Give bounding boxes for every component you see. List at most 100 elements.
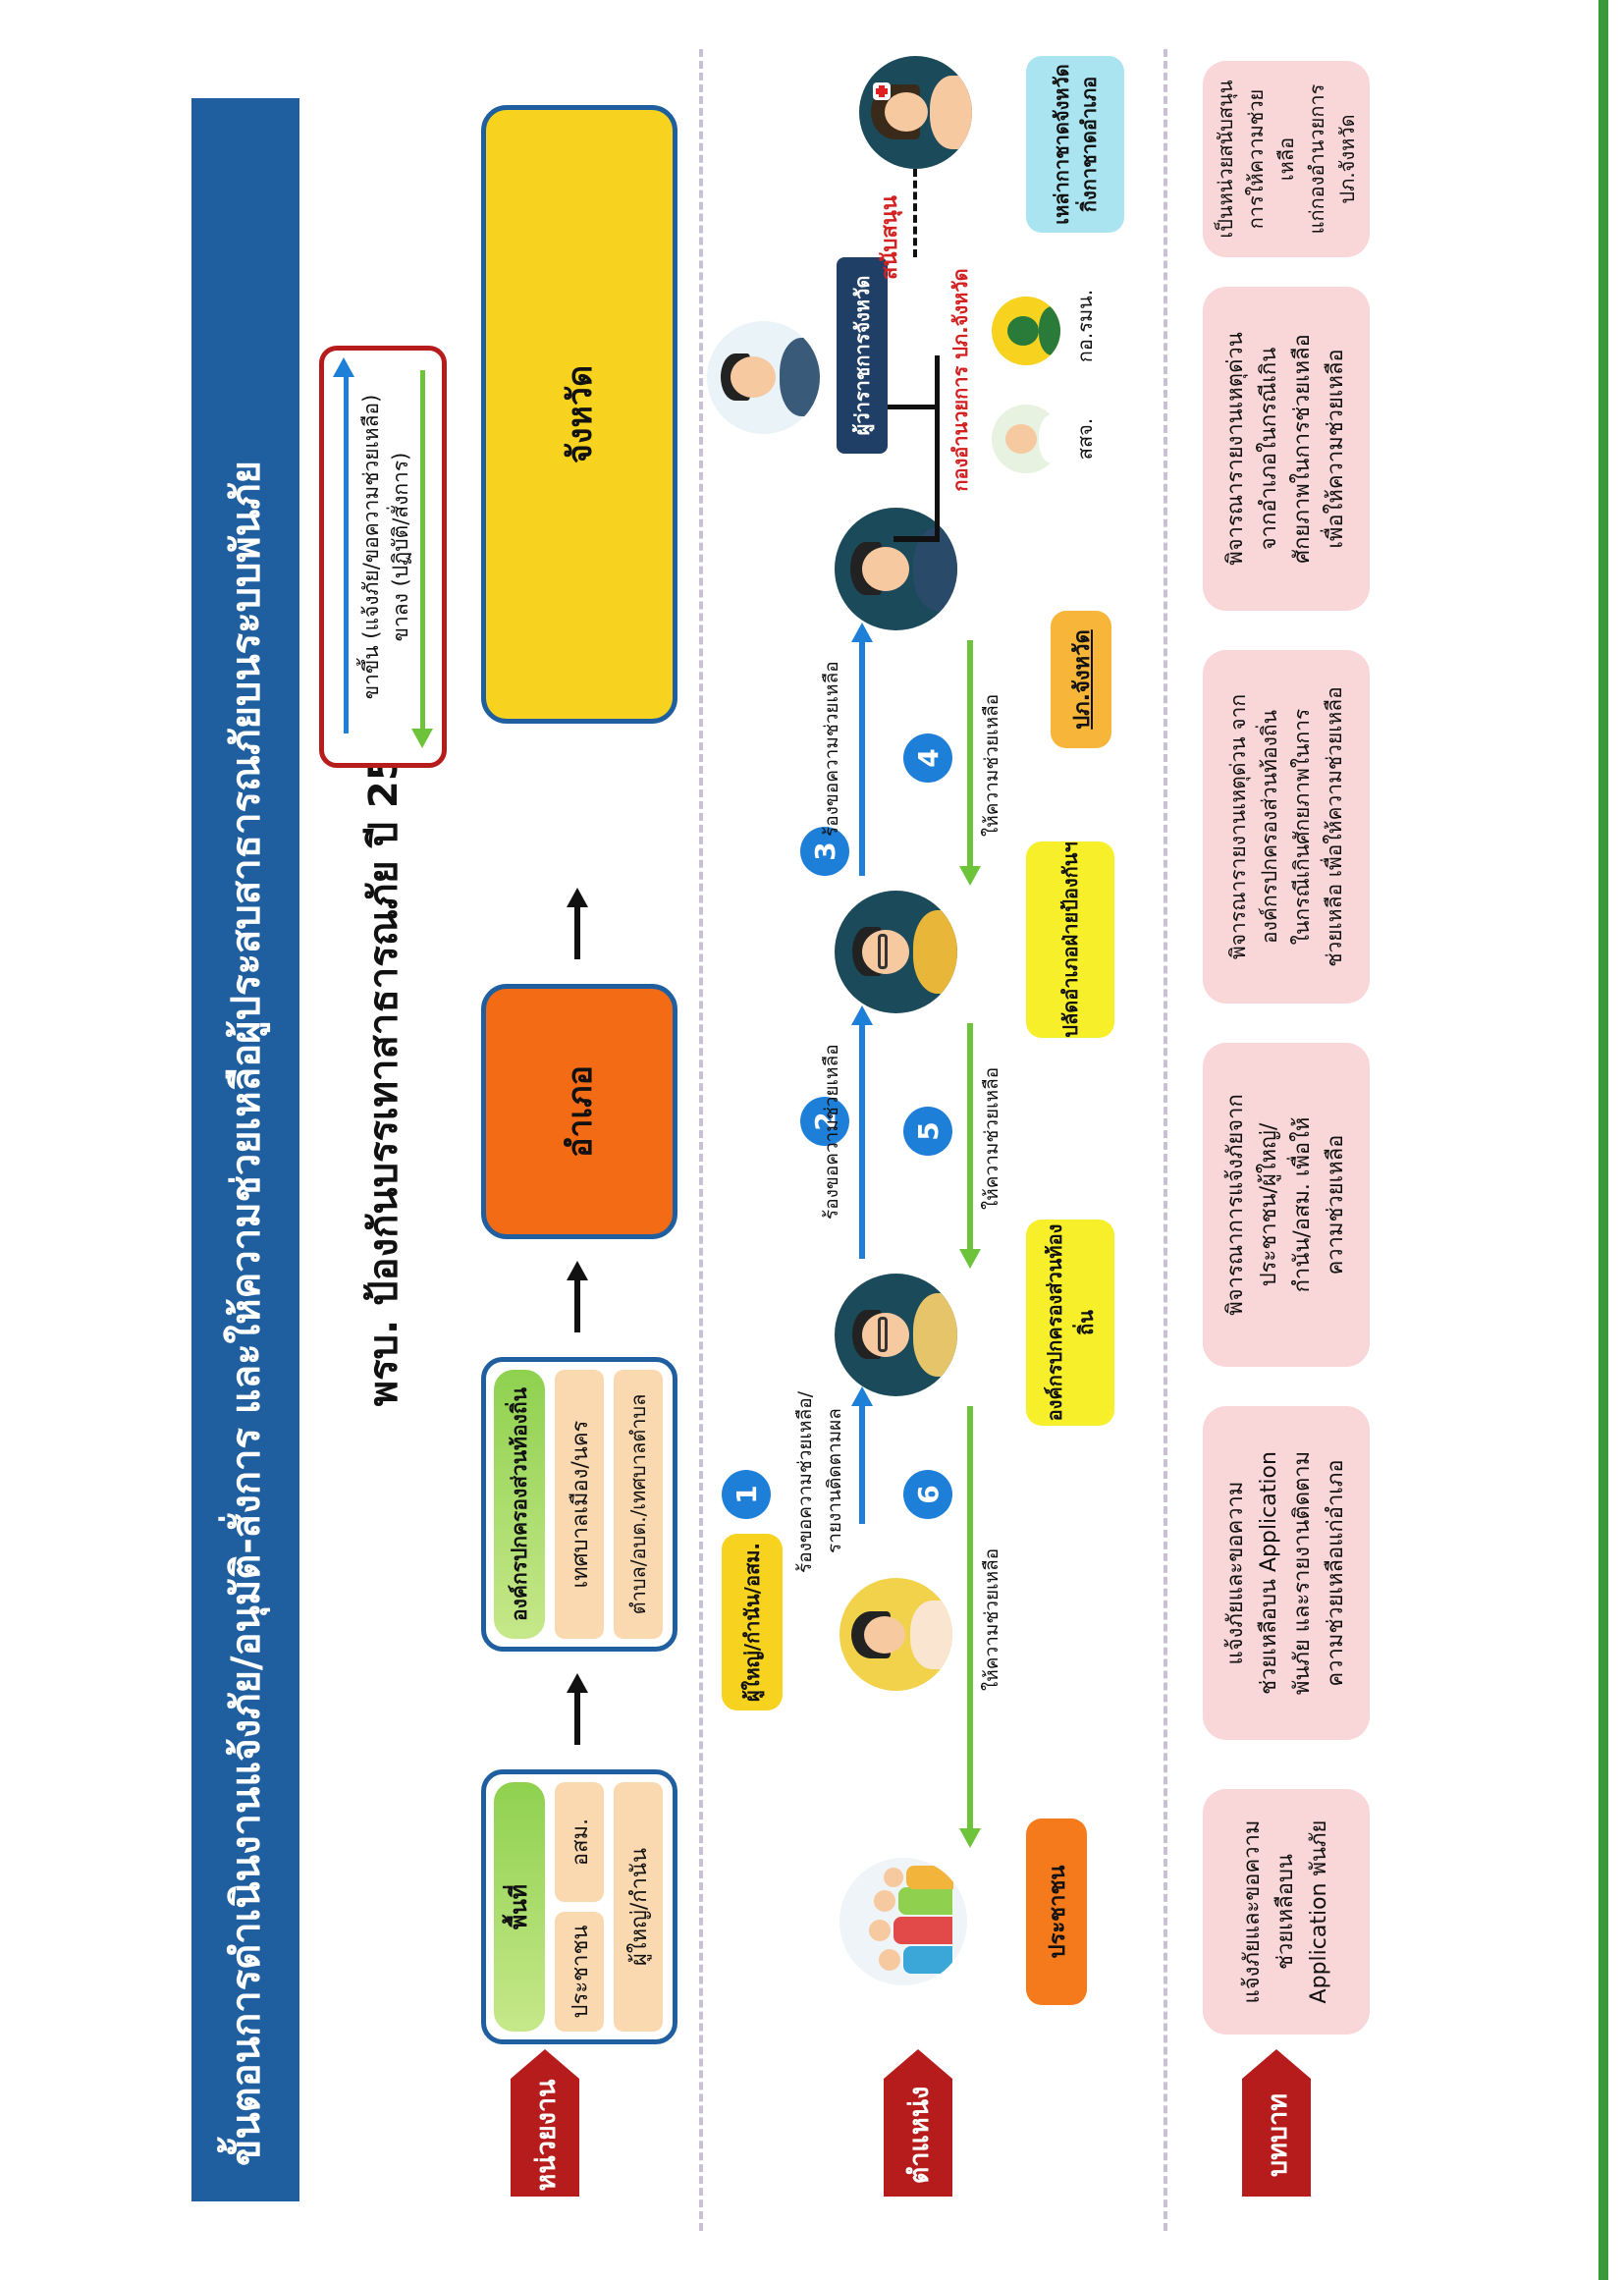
row-divider [1164, 49, 1167, 2231]
flow-arrow [574, 1691, 580, 1745]
step-4-label: ให้ความช่วยเหลือ [981, 693, 1002, 837]
area-item: อสม. [555, 1782, 604, 1902]
bottom-strip [1598, 0, 1608, 2280]
arrow-step-1-head [851, 1386, 873, 1406]
ssj-avatar [992, 405, 1060, 473]
role-line: ประชาชน/ผู้ใหญ่/ [1256, 1122, 1281, 1287]
role-line: แจ้งภัยและขอความ [1222, 1481, 1248, 1665]
role-line: แจ้งภัยและขอความ [1239, 1819, 1265, 2004]
arrow-step-1 [859, 1404, 865, 1524]
support-connector [913, 169, 917, 257]
legend-up-label: ขาขึ้น (แจ้งภัย/ขอความช่วยเหลือ) [359, 394, 383, 700]
arrow-step-6 [967, 1406, 973, 1828]
role-line: ช่วยเหลือบน Application [1256, 1451, 1281, 1695]
legend-down-label: ขาลง (ปฏิบัติ/สั่งการ) [389, 452, 412, 642]
isoc-avatar [992, 297, 1060, 365]
governor-connector [893, 536, 938, 542]
role-local-admin: พิจารณาการแจ้งภัยจาก ประชาชน/ผู้ใหญ่/ กำนั… [1203, 1043, 1370, 1367]
headman-avatar [839, 1578, 952, 1691]
step-6-label: ให้ความช่วยเหลือ [981, 1547, 1002, 1691]
position-red-cross: เหล่ากาชาดจังหวัด กิ่งกาชาดอำเภอ [1026, 56, 1124, 233]
area-item: ผู้ใหญ่/กำนัน [614, 1782, 663, 2032]
legend-up-line [344, 370, 349, 733]
row-tag-agency: หน่วยงาน [511, 2049, 579, 2197]
role-line: ในกรณีเกินศักยภาพในการ [1290, 708, 1314, 946]
area-title: พื้นที่ [494, 1782, 545, 2032]
row-tag-position: ตำแหน่ง [884, 2049, 952, 2197]
arrow-step-5 [967, 1023, 973, 1249]
flow-arrowhead [567, 1261, 588, 1280]
role-people: แจ้งภัยและขอความ ช่วยเหลือบน Application พ… [1203, 1789, 1370, 2035]
role-line: การให้ความช่วยเหลือ [1243, 88, 1298, 230]
step-5-badge: 5 [903, 1107, 952, 1156]
position-ssj: สสจ. [1073, 417, 1097, 461]
step-2-label: ร้องขอความช่วยเหลือ [821, 1044, 842, 1220]
role-district-officer: พิจารณารายงานเหตุด่วน จากองค์กรปกครองส่ว… [1203, 650, 1370, 1004]
people-crowd-icon [839, 1858, 967, 1985]
position-headman: ผู้ใหญ่/กำนัน/อสม. [722, 1534, 783, 1710]
legend: ขาขึ้น (แจ้งภัย/ขอความช่วยเหลือ) ขาลง (ป… [319, 346, 447, 768]
role-line: พิจารณารายงานเหตุด่วน จาก [1225, 693, 1250, 960]
arrow-step-4 [967, 640, 973, 866]
governor-connector [935, 355, 940, 542]
legend-down-arrow [411, 729, 433, 748]
role-line: พิจารณาการแจ้งภัยจาก [1222, 1094, 1248, 1316]
position-support: สนับสนุน [877, 195, 902, 280]
local-box: องค์กรปกครองส่วนท้องถิ่น เทศบาลเมือง/นคร… [481, 1357, 677, 1652]
local-item: เทศบาลเมือง/นคร [555, 1370, 604, 1639]
district-officer-avatar [835, 891, 957, 1013]
arrow-step-2-head [851, 1005, 873, 1025]
area-item: ประชาชน [555, 1912, 604, 2032]
local-admin-avatar [835, 1274, 957, 1396]
role-line: ช่วยเหลือ เพื่อให้ความช่วยเหลือ [1322, 686, 1346, 967]
role-line: เป็นหน่วยสนับสนุน [1213, 80, 1237, 239]
role-line: ความช่วยเหลือ [1324, 1134, 1349, 1276]
step-1-label-2: รายงานติดตามผล [824, 1408, 845, 1553]
position-provincial-office: ปภ.จังหวัด [1051, 611, 1111, 748]
step-4-badge: 4 [903, 733, 952, 783]
local-title: องค์กรปกครองส่วนท้องถิ่น [494, 1370, 545, 1639]
arrow-step-6-head [959, 1828, 981, 1848]
role-red-cross: เป็นหน่วยสนับสนุนการให้ความช่วยเหลือแก่ก… [1203, 61, 1370, 257]
position-people: ประชาชน [1026, 1819, 1087, 2005]
role-line: ศักยภาพในการช่วยเหลือ [1290, 334, 1315, 564]
role-provincial-office: พิจารณารายงานเหตุด่วนจากอำเภอในกรณีเกินศ… [1203, 287, 1370, 611]
step-1-badge: 1 [722, 1470, 771, 1519]
red-cross-avatar [859, 56, 972, 169]
flow-arrowhead [567, 888, 588, 907]
row-divider [699, 49, 703, 2231]
legend-down-line [420, 370, 425, 733]
role-line: เพื่อให้ความช่วยเหลือ [1324, 349, 1349, 549]
step-5-label: ให้ความช่วยเหลือ [981, 1066, 1002, 1210]
role-line: ช่วยเหลือบน [1272, 1854, 1298, 1970]
role-line: กำนัน/อสม. เพื่อให้ [1290, 1116, 1315, 1293]
role-line: Application พันภัย [1307, 1819, 1332, 2004]
role-line: แก่กองอำนวยการ [1304, 83, 1328, 235]
role-line: ความช่วยเหลือแก่อำเภอ [1324, 1459, 1349, 1687]
arrow-step-2 [859, 1023, 865, 1259]
step-3-label: ร้องขอความช่วยเหลือ [821, 661, 842, 837]
position-district-officer: ปลัดอำเภอฝ่ายป้องกันฯ [1026, 841, 1114, 1038]
local-item: ตำบล/อบต./เทศบาลตำบล [614, 1370, 663, 1639]
page-title: ขั้นตอนการดำเนินงานแจ้งภัย/อนุมัติ-สั่งก… [191, 98, 299, 2201]
position-command: กองอำนวยการ ปภ.จังหวัด [948, 268, 972, 492]
area-box: พื้นที่ ประชาชน อสม. ผู้ใหญ่/กำนัน [481, 1769, 677, 2044]
step-6-badge: 6 [903, 1470, 952, 1519]
arrow-step-3 [859, 640, 865, 876]
step-1-label: ร้องขอความช่วยเหลือ/ [794, 1390, 816, 1573]
flow-arrow [574, 1278, 580, 1332]
role-line: ปภ.จังหวัด [1334, 114, 1359, 204]
governor-avatar [707, 321, 820, 434]
role-headman: แจ้งภัยและขอความ ช่วยเหลือบน Application พ… [1203, 1406, 1370, 1740]
district-box: อำเภอ [481, 984, 677, 1239]
province-box: จังหวัด [481, 105, 677, 724]
arrow-step-5-head [959, 1249, 981, 1269]
role-line: จากอำเภอในกรณีเกิน [1256, 347, 1281, 551]
flow-arrowhead [567, 1673, 588, 1693]
governor-connector [888, 405, 937, 409]
flow-arrow [574, 905, 580, 959]
legend-up-arrow [333, 357, 354, 377]
position-local-admin: องค์กรปกครองส่วนท้องถิ่น [1026, 1220, 1114, 1426]
role-line: พันภัย และรายงานติดตาม [1290, 1450, 1315, 1696]
position-isoc: กอ.รมน. [1073, 289, 1097, 363]
